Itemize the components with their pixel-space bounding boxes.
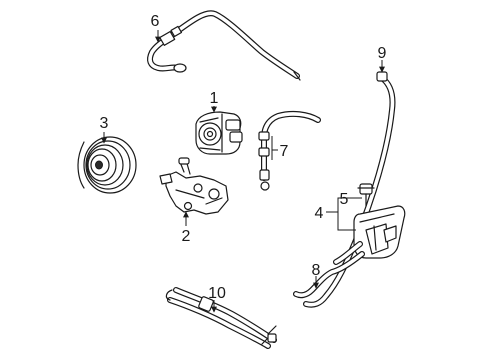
callout-10: 10 — [208, 285, 226, 302]
leader-lines — [101, 30, 385, 313]
callout-9: 9 — [378, 45, 387, 62]
leader-7a — [271, 136, 278, 151]
pressure-line-part-6 — [147, 10, 301, 81]
leader-4b — [326, 211, 356, 231]
lower-lines-part-10 — [165, 287, 277, 349]
callout-4: 4 — [315, 205, 324, 222]
callout-3: 3 — [100, 115, 109, 132]
callout-5: 5 — [340, 191, 349, 208]
pulley-part-3 — [77, 136, 137, 194]
return-line-part-7 — [258, 110, 321, 191]
pump-bracket-part-2 — [159, 157, 229, 215]
callout-1: 1 — [210, 90, 219, 107]
reservoir-part-4 — [353, 205, 406, 259]
callout-6: 6 — [151, 13, 160, 30]
callout-8: 8 — [312, 262, 321, 279]
reservoir-cap-part-5 — [357, 183, 375, 207]
callout-2: 2 — [182, 228, 191, 245]
steering-pump-part-1 — [195, 111, 243, 155]
feed-hose-part-8 — [293, 241, 365, 299]
callout-7: 7 — [280, 143, 289, 160]
